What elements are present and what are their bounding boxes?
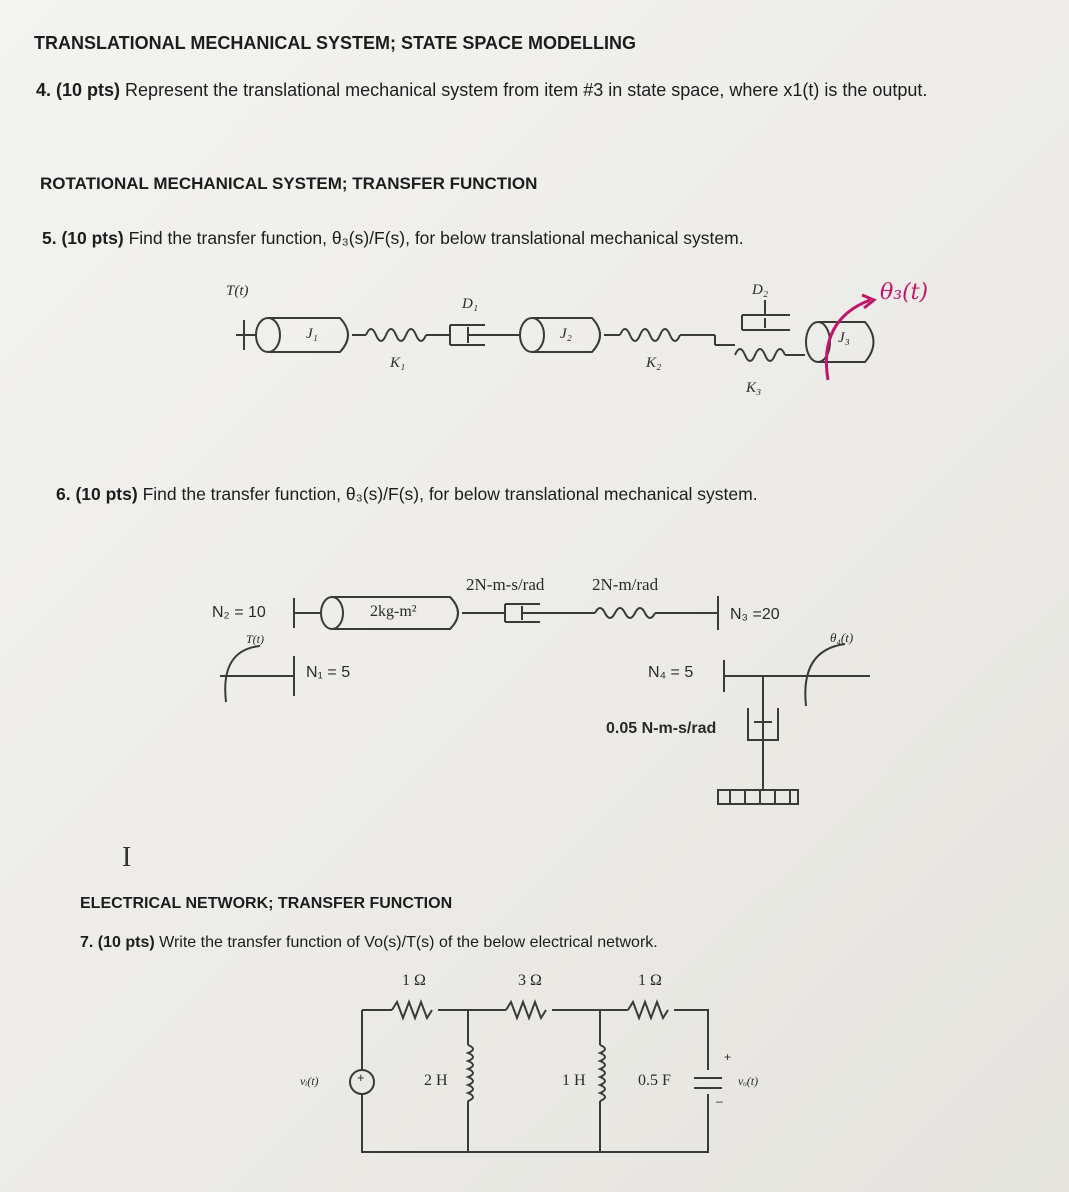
fig5-j1-label: J₁ [306,326,318,342]
fig7-source-plus: + [357,1070,365,1085]
electrical-header: ELECTRICAL NETWORK; TRANSFER FUNCTION [80,895,453,912]
question-7: 7. (10 pts) Write the transfer function … [80,934,658,952]
translational-header: TRANSLATIONAL MECHANICAL SYSTEM; STATE S… [34,33,636,53]
fig7-r1-label: 1 Ω [402,972,426,989]
fig5-j3-label: J₃ [838,330,850,346]
fig6-n3-label: N₃ =20 [730,606,780,623]
fig6-n2-label: N₂ = 10 [212,604,266,621]
fig5-d1-label: D₁ [462,296,479,312]
question-5: 5. (10 pts) Find the transfer function, … [42,228,744,249]
fig5-handwritten-theta3: θ₃(t) [880,280,929,305]
question-4: 4. (10 pts) Represent the translational … [36,80,927,101]
fig7-output-plus: + [724,1050,732,1064]
question-6-points: 6. (10 pts) [56,484,138,504]
question-6-text: Find the transfer function, θ₃(s)/F(s), … [142,484,758,504]
fig5-k2-label: K₂ [646,355,662,371]
fig5-k3-label: K₃ [746,380,762,396]
question-7-text: Write the transfer function of Vo(s)/T(s… [159,934,658,951]
question-5-text: Find the transfer function, θ₃(s)/F(s), … [128,228,744,248]
text-cursor: I [122,842,132,873]
fig7-source-label: vᵢ(t) [300,1074,319,1088]
fig6-spring-label: 2N-m/rad [592,575,659,594]
fig6-output-label: θ₄(t) [830,630,854,645]
question-4-points: 4. (10 pts) [36,80,121,100]
fig5-torque-label: T(t) [226,283,249,299]
fig6-n1-label: N₁ = 5 [306,664,351,681]
fig7-l1-label: 2 H [424,1072,448,1089]
fig7-l2-label: 1 H [562,1072,586,1089]
question-4-text: Represent the translational mechanical s… [125,80,928,100]
fig5-d2-label: D₂ [752,282,769,298]
rotational-header: ROTATIONAL MECHANICAL SYSTEM; TRANSFER F… [40,174,538,193]
fig7-r2-label: 3 Ω [518,972,542,989]
fig6-inertia-label: 2kg-m² [370,603,417,620]
fig7-r3-label: 1 Ω [638,972,662,989]
fig6-torque-label: T(t) [246,632,264,646]
fig7-output-minus: – [716,1094,723,1108]
fig5-k1-label: K₁ [390,355,406,371]
question-5-points: 5. (10 pts) [42,228,124,248]
fig7-output-label: vₒ(t) [738,1074,759,1088]
fig6-damper-label: 2N-m-s/rad [466,575,545,594]
fig6-n4-label: N₄ = 5 [648,664,694,681]
question-6: 6. (10 pts) Find the transfer function, … [56,484,758,505]
fig5-j2-label: J₂ [560,326,572,342]
fig6-ground-damper-label: 0.05 N-m-s/rad [606,720,717,737]
fig7-cap-label: 0.5 F [638,1072,671,1089]
question-7-points: 7. (10 pts) [80,934,155,951]
